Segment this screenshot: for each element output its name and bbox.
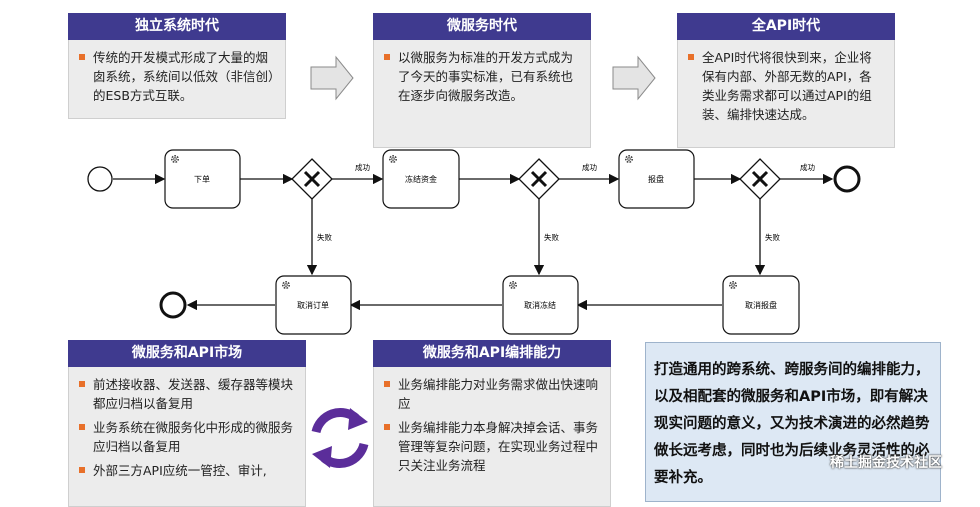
panel-title: 微服务和API市场 bbox=[68, 340, 306, 367]
task-label: 取消冻结 bbox=[524, 300, 556, 310]
task-label: 取消订单 bbox=[297, 300, 329, 310]
panel-microservice-era: 微服务时代 以微服务为标准的开发方式成为了今天的事实标准，已有系统也在逐步向微服… bbox=[373, 13, 591, 148]
bullet-item: 全API时代将很快到来，企业将保有内部、外部无数的API，各类业务需求都可以通过… bbox=[686, 48, 884, 124]
bullet-square-icon bbox=[79, 424, 85, 430]
panel-title: 全API时代 bbox=[677, 13, 895, 40]
exclusive-gateway-icon bbox=[291, 158, 333, 200]
success-label: 成功 bbox=[800, 162, 815, 172]
bullet-square-icon bbox=[384, 381, 390, 387]
panel-title: 独立系统时代 bbox=[68, 13, 286, 40]
task-label: 取消报盘 bbox=[745, 300, 777, 310]
bullet-square-icon bbox=[79, 381, 85, 387]
cycle-arrows-icon bbox=[311, 408, 369, 468]
bullet-item: 业务编排能力对业务需求做出快速响应 bbox=[382, 375, 600, 413]
bullet-item: 前述接收器、发送器、缓存器等模块都应归档以备复用 bbox=[77, 375, 295, 413]
watermark: 稀土掘金技术社区 bbox=[830, 455, 942, 471]
fail-label: 失败 bbox=[317, 232, 332, 242]
task-label: 报盘 bbox=[648, 174, 664, 184]
bullet-item: 业务系统在微服务化中形成的微服务应归档以备复用 bbox=[77, 418, 295, 456]
exclusive-gateway-icon bbox=[518, 158, 560, 200]
bullet-square-icon bbox=[79, 467, 85, 473]
start-event-icon bbox=[87, 166, 113, 192]
panel-title: 微服务时代 bbox=[373, 13, 591, 40]
task-submit-order: 报盘 bbox=[618, 149, 695, 209]
success-label: 成功 bbox=[582, 162, 597, 172]
fail-label: 失败 bbox=[544, 232, 559, 242]
task-freeze-funds: 冻结资金 bbox=[382, 149, 460, 209]
era-transition-arrow-icon bbox=[310, 55, 354, 101]
task-cancel-order: 取消订单 bbox=[275, 275, 352, 335]
panel-standalone-era: 独立系统时代 传统的开发模式形成了大量的烟囱系统，系统间以低效（非信创）的ESB… bbox=[68, 13, 286, 119]
task-cancel-submit: 取消报盘 bbox=[722, 275, 800, 335]
end-event-icon bbox=[833, 165, 861, 193]
exclusive-gateway-icon bbox=[739, 158, 781, 200]
panel-api-market: 微服务和API市场 前述接收器、发送器、缓存器等模块都应归档以备复用 业务系统在… bbox=[68, 340, 306, 507]
bullet-item: 外部三方API应统一管控、审计, bbox=[77, 461, 295, 480]
panel-title: 微服务和API编排能力 bbox=[373, 340, 611, 367]
summary-box: 打造通用的跨系统、跨服务间的编排能力，以及相配套的微服务和API市场，即有解决现… bbox=[645, 342, 941, 502]
bullet-square-icon bbox=[384, 424, 390, 430]
fail-label: 失败 bbox=[765, 232, 780, 242]
era-transition-arrow-icon bbox=[612, 55, 656, 101]
bullet-item: 业务编排能力本身解决掉会话、事务管理等复杂问题，在实现业务过程中只关注业务流程 bbox=[382, 418, 600, 475]
task-cancel-freeze: 取消冻结 bbox=[502, 275, 579, 335]
process-flow-diagram: 下单 冻结资金 报盘 取消订单 取消冻结 取消报盘 成功 成功 成功 失败 失败… bbox=[87, 55, 861, 468]
bullet-square-icon bbox=[688, 54, 694, 60]
task-place-order: 下单 bbox=[164, 149, 241, 209]
bullet-square-icon bbox=[79, 54, 85, 60]
task-label: 下单 bbox=[194, 174, 210, 184]
panel-orchestration: 微服务和API编排能力 业务编排能力对业务需求做出快速响应 业务编排能力本身解决… bbox=[373, 340, 611, 507]
summary-text: 打造通用的跨系统、跨服务间的编排能力，以及相配套的微服务和API市场，即有解决现… bbox=[654, 362, 930, 486]
bullet-square-icon bbox=[384, 54, 390, 60]
panel-full-api-era: 全API时代 全API时代将很快到来，企业将保有内部、外部无数的API，各类业务… bbox=[677, 13, 895, 148]
task-label: 冻结资金 bbox=[405, 174, 437, 184]
success-label: 成功 bbox=[355, 162, 370, 172]
bullet-item: 以微服务为标准的开发方式成为了今天的事实标准，已有系统也在逐步向微服务改造。 bbox=[382, 48, 580, 105]
bullet-item: 传统的开发模式形成了大量的烟囱系统，系统间以低效（非信创）的ESB方式互联。 bbox=[77, 48, 275, 105]
end-event-icon bbox=[159, 291, 187, 319]
